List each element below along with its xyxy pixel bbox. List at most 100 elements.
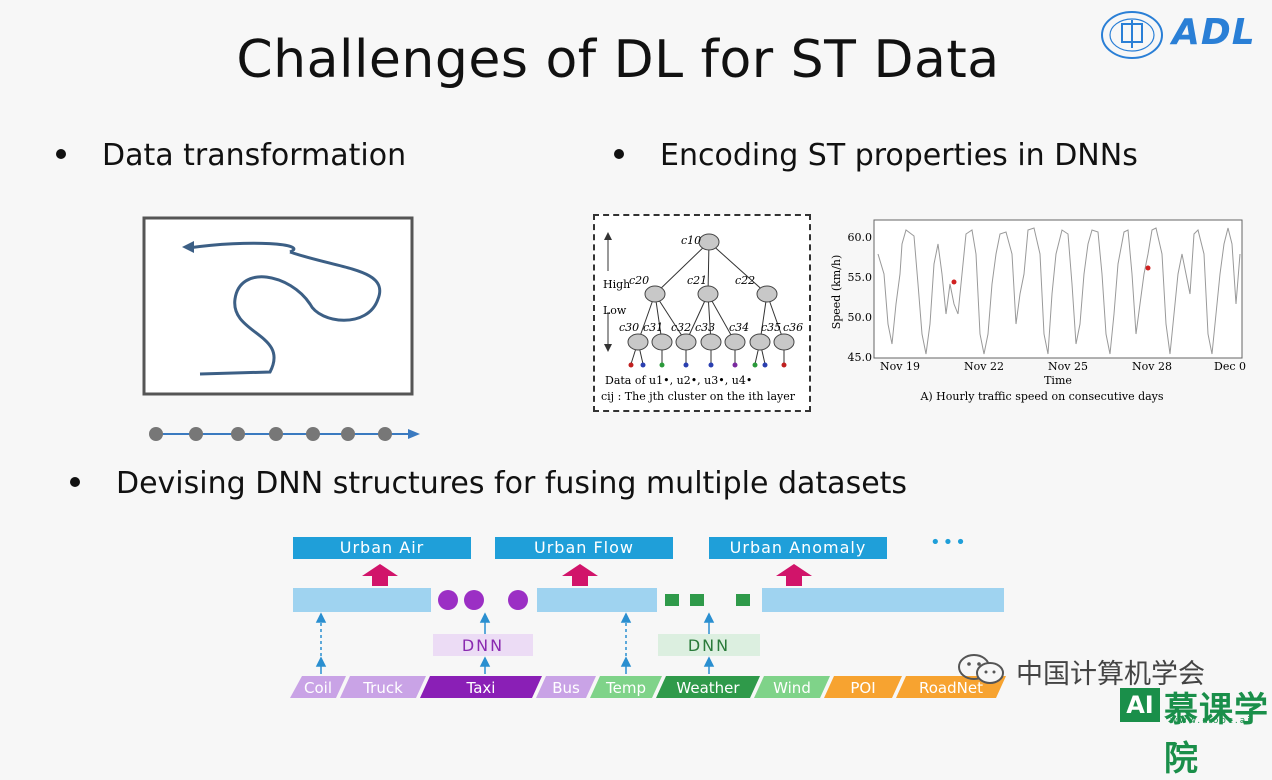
bullet-dot bbox=[614, 148, 624, 159]
fusion-diagram: DNN DNN Coil Truck Taxi Bus Temp Weather… bbox=[290, 564, 1006, 698]
dataset-roadnet bbox=[896, 676, 1006, 698]
sequence-point bbox=[231, 427, 245, 441]
dataset-poi bbox=[824, 676, 902, 698]
tree-node bbox=[700, 333, 722, 351]
more-outputs-ellipsis: ••• bbox=[930, 532, 968, 553]
purple-feature bbox=[464, 590, 484, 610]
low-label: Low bbox=[603, 304, 627, 317]
mooc-ai-logo: AI bbox=[1120, 688, 1160, 722]
y-tick: 45.0 bbox=[848, 351, 873, 364]
data-line: Data of u1•, u2•, u3•, u4• bbox=[605, 374, 752, 387]
svg-text:c31: c31 bbox=[643, 321, 663, 334]
bullet-dot bbox=[70, 476, 80, 487]
output-urban-flow: Urban Flow bbox=[495, 537, 673, 559]
sequence-point bbox=[149, 427, 163, 441]
output-arrow bbox=[776, 564, 812, 586]
dataset-label: Wind bbox=[773, 679, 811, 697]
mooc-name: 慕课学院 bbox=[1164, 690, 1269, 779]
dataset-bus bbox=[536, 676, 596, 698]
dataset-coil bbox=[290, 676, 346, 698]
cluster-tree-figure: c10 c20 c21 c22 c30 c31 c32 c33 c34 c35 … bbox=[593, 214, 811, 412]
output-arrow bbox=[562, 564, 598, 586]
output-urban-anomaly: Urban Anomaly bbox=[709, 537, 887, 559]
trajectory-figure bbox=[142, 216, 420, 441]
x-tick: Nov 22 bbox=[964, 360, 1004, 373]
sequence-point bbox=[378, 427, 392, 441]
speed-marker bbox=[1145, 265, 1151, 271]
mooc-url: www.mooc.ai bbox=[1170, 716, 1252, 726]
fused-layer-segment bbox=[537, 588, 657, 612]
svg-text:c20: c20 bbox=[629, 274, 649, 287]
x-axis-label: Time bbox=[1044, 374, 1072, 387]
output-arrow bbox=[362, 564, 398, 586]
trajectory-path bbox=[187, 241, 382, 376]
svg-text:c10: c10 bbox=[681, 234, 701, 247]
sequence-point bbox=[341, 427, 355, 441]
fused-layer-segment bbox=[293, 588, 431, 612]
bullet-devising-dnn: Devising DNN structures for fusing multi… bbox=[70, 466, 907, 501]
dnn-box-green bbox=[658, 634, 760, 656]
tree-node bbox=[698, 233, 720, 251]
y-tick: 60.0 bbox=[848, 231, 873, 244]
svg-text:c22: c22 bbox=[735, 274, 755, 287]
sequence-point bbox=[306, 427, 320, 441]
fused-layer-segment bbox=[762, 588, 1004, 612]
tree-node bbox=[644, 285, 666, 303]
sequence-arrowhead bbox=[408, 429, 420, 439]
watermark-ccf-text: 中国计算机学会 bbox=[1016, 659, 1205, 690]
svg-text:c21: c21 bbox=[687, 274, 707, 287]
svg-text:c34: c34 bbox=[729, 321, 749, 334]
dataset-label: Bus bbox=[552, 679, 580, 697]
svg-text:c32: c32 bbox=[671, 321, 691, 334]
tree-node bbox=[697, 285, 719, 303]
dataset-label: POI bbox=[850, 679, 875, 697]
x-tick: Nov 28 bbox=[1132, 360, 1172, 373]
dataset-label: Weather bbox=[676, 679, 740, 697]
svg-text:c35: c35 bbox=[761, 321, 781, 334]
ccf-logo bbox=[1101, 11, 1163, 59]
dataset-weather bbox=[656, 676, 760, 698]
dataset-label: RoadNet bbox=[919, 679, 983, 697]
speed-chart: Speed (km/h) 60.0 55.0 50.0 45.0 Nov 19 … bbox=[830, 219, 1246, 403]
y-tick: 50.0 bbox=[848, 311, 873, 324]
dnn-label: DNN bbox=[688, 636, 730, 655]
purple-feature bbox=[508, 590, 528, 610]
green-feature bbox=[736, 594, 750, 606]
high-label: High bbox=[603, 278, 630, 291]
svg-text:c30: c30 bbox=[619, 321, 639, 334]
svg-text:c33: c33 bbox=[695, 321, 715, 334]
tree-node bbox=[773, 333, 795, 351]
dnn-label: DNN bbox=[462, 636, 504, 655]
tree-node bbox=[724, 333, 746, 351]
dataset-taxi bbox=[420, 676, 542, 698]
tree-node bbox=[756, 285, 778, 303]
x-tick: Dec 0 bbox=[1214, 360, 1246, 373]
x-tick: Nov 19 bbox=[880, 360, 920, 373]
slide-title: Challenges of DL for ST Data bbox=[236, 30, 1000, 90]
tree-node bbox=[675, 333, 697, 351]
green-feature bbox=[690, 594, 704, 606]
dataset-label: Temp bbox=[605, 679, 646, 697]
dnn-box-purple bbox=[433, 634, 533, 656]
bullet-data-transformation: Data transformation bbox=[56, 138, 406, 173]
tree-node bbox=[651, 333, 673, 351]
green-feature bbox=[665, 594, 679, 606]
y-tick: 55.0 bbox=[848, 271, 873, 284]
sequence-point bbox=[189, 427, 203, 441]
purple-feature bbox=[438, 590, 458, 610]
y-axis-label: Speed (km/h) bbox=[830, 255, 843, 330]
tree-node bbox=[627, 333, 649, 351]
trajectory-arrowhead bbox=[182, 241, 194, 253]
dataset-label: Truck bbox=[362, 679, 403, 697]
adl-logo: ADL bbox=[1172, 12, 1256, 53]
tree-caption: cij : The jth cluster on the ith layer bbox=[601, 390, 796, 403]
sequence-point bbox=[269, 427, 283, 441]
bullet-dot bbox=[56, 148, 66, 159]
dataset-temp bbox=[590, 676, 662, 698]
svg-text:c36: c36 bbox=[783, 321, 803, 334]
tree-node bbox=[749, 333, 771, 351]
dataset-label: Taxi bbox=[466, 679, 496, 697]
chart-caption: A) Hourly traffic speed on consecutive d… bbox=[919, 390, 1163, 403]
x-tick: Nov 25 bbox=[1048, 360, 1088, 373]
dataset-wind bbox=[754, 676, 830, 698]
